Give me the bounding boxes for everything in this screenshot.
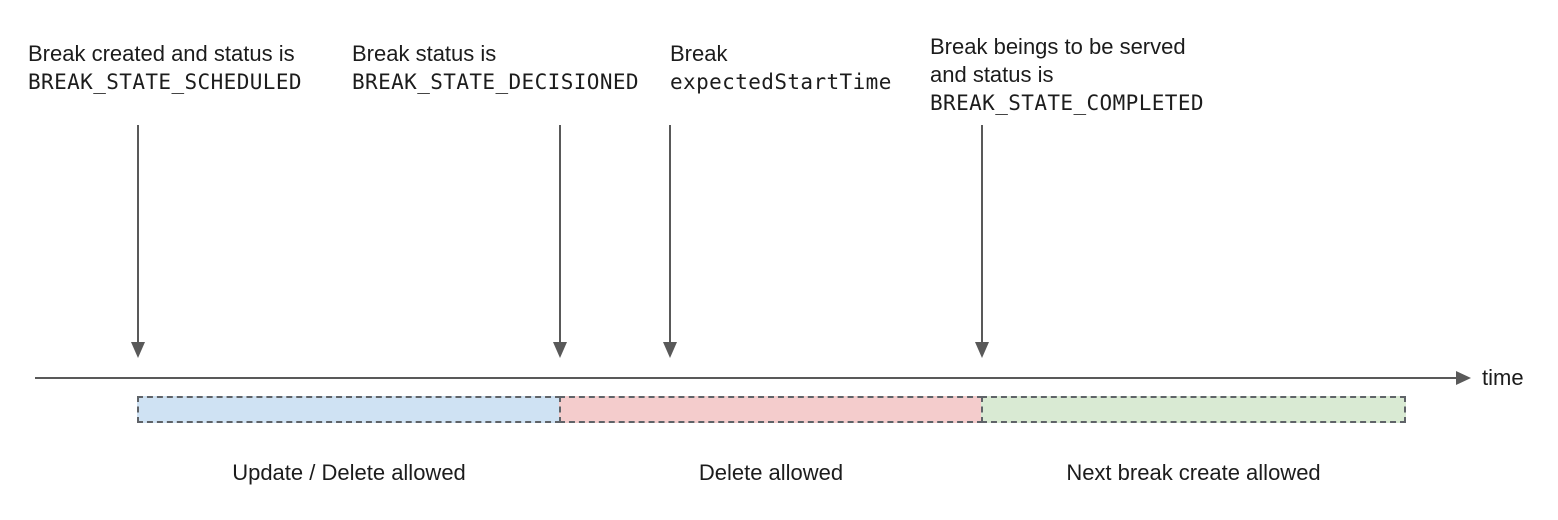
- segment-label: Next break create allowed: [1066, 460, 1321, 485]
- down-arrow-icon: [553, 125, 567, 358]
- annotation-text: Break status is: [352, 41, 497, 66]
- annotation-expected-start-time: Break expectedStartTime: [670, 40, 892, 96]
- down-arrow-icon: [975, 125, 989, 358]
- time-axis-label: time: [1482, 365, 1524, 390]
- arrowhead-icon: [553, 342, 567, 358]
- arrowhead-icon: [975, 342, 989, 358]
- segment-delete-allowed: [559, 396, 983, 423]
- annotation-code: BREAK_STATE_COMPLETED: [930, 91, 1204, 115]
- time-axis-arrowhead-icon: [1456, 371, 1471, 385]
- segment-label: Delete allowed: [698, 460, 844, 485]
- down-arrow-icon: [663, 125, 677, 358]
- annotation-code: BREAK_STATE_SCHEDULED: [28, 70, 302, 94]
- segment-label: Update / Delete allowed: [232, 460, 466, 485]
- annotation-text: and status is: [930, 62, 1054, 87]
- segment-next-break-create-allowed: [981, 396, 1406, 423]
- annotation-break-scheduled: Break created and status is BREAK_STATE_…: [28, 40, 302, 96]
- annotation-code: BREAK_STATE_DECISIONED: [352, 70, 639, 94]
- segment-update-delete-allowed: [137, 396, 561, 423]
- annotation-text: Break created and status is: [28, 41, 295, 66]
- arrowhead-icon: [663, 342, 677, 358]
- annotation-text: Break beings to be served: [930, 34, 1186, 59]
- arrowhead-icon: [131, 342, 145, 358]
- time-axis-line: [35, 377, 1457, 379]
- annotation-break-decisioned: Break status is BREAK_STATE_DECISIONED: [352, 40, 639, 96]
- annotation-text: Break: [670, 41, 728, 66]
- annotation-code: expectedStartTime: [670, 70, 892, 94]
- down-arrow-icon: [131, 125, 145, 358]
- annotation-break-completed: Break beings to be served and status is …: [930, 33, 1204, 117]
